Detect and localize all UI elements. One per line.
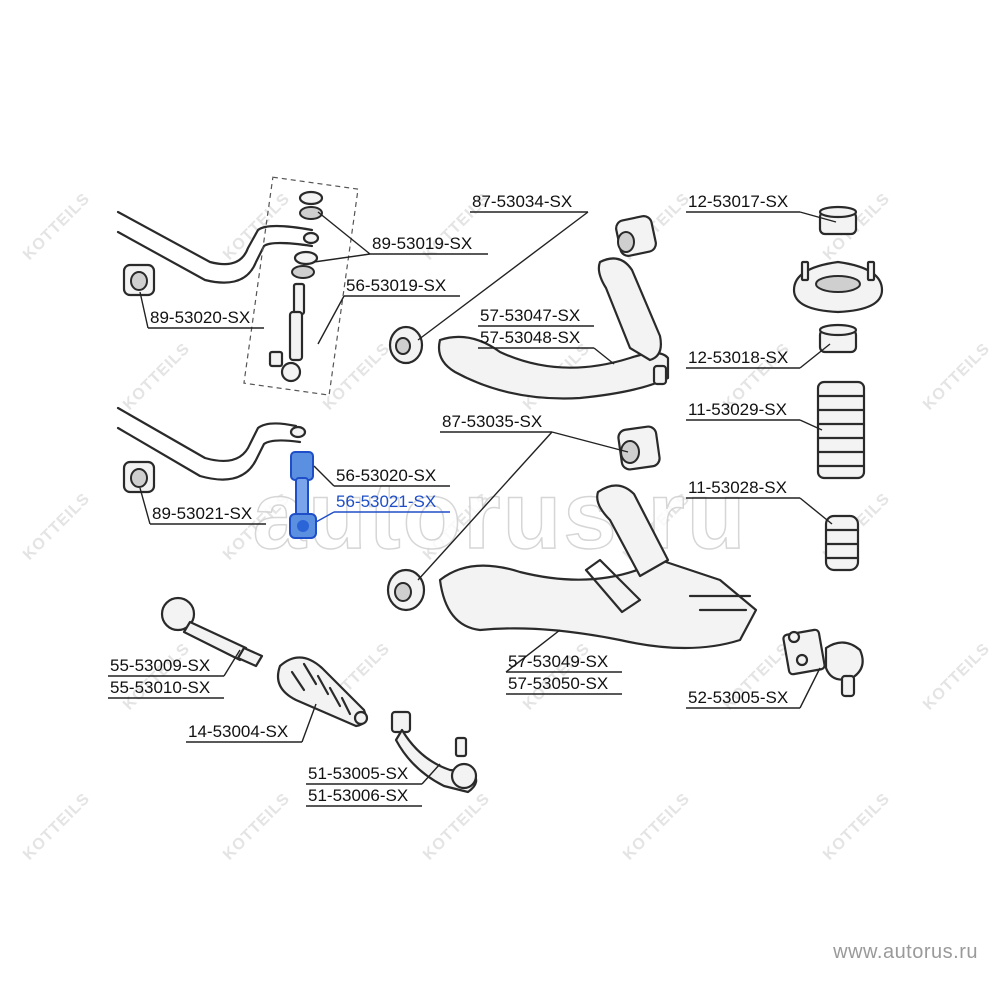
brand-watermark: KOTTEILS (120, 640, 194, 714)
label-57-53049[interactable]: 57-53049-SX (508, 652, 608, 671)
label-57-53048[interactable]: 57-53048-SX (480, 328, 580, 347)
ball-joint (782, 628, 864, 698)
stabilizer-bar-lower (116, 406, 307, 481)
brand-watermark: KOTTEILS (320, 340, 394, 414)
brand-watermark: KOTTEILS (920, 340, 994, 414)
upper-control-arm (388, 215, 670, 400)
label-56-53019[interactable]: 56-53019-SX (346, 276, 446, 295)
label-89-53021[interactable]: 89-53021-SX (152, 504, 252, 523)
stabilizer-link-56-53020 (289, 451, 317, 539)
brand-watermark: KOTTEILS (20, 490, 94, 564)
stabilizer-link-56-53019 (268, 282, 306, 383)
leader-lines (108, 211, 837, 807)
part-labels: 87-53034-SX 12-53017-SX 89-53019-SX 56-5… (110, 192, 788, 805)
brand-watermark: KOTTEILS (20, 790, 94, 864)
brand-watermark: KOTTEILS (420, 790, 494, 864)
outer-tie-rod-end (390, 710, 478, 794)
label-87-53035[interactable]: 87-53035-SX (442, 412, 542, 431)
bump-stop (824, 514, 860, 572)
label-52-53005[interactable]: 52-53005-SX (688, 688, 788, 707)
label-51-53006[interactable]: 51-53006-SX (308, 786, 408, 805)
label-87-53034[interactable]: 87-53034-SX (472, 192, 572, 211)
brand-watermark: KOTTEILS (820, 790, 894, 864)
steering-boot (276, 656, 369, 728)
strut-mount (792, 205, 884, 354)
brand-watermark: KOTTEILS (220, 790, 294, 864)
label-56-53021[interactable]: 56-53021-SX (336, 492, 436, 511)
link-kit-89-53019 (291, 190, 324, 279)
lower-control-arm (386, 425, 758, 650)
label-89-53019[interactable]: 89-53019-SX (372, 234, 472, 253)
brand-watermark: KOTTEILS (620, 790, 694, 864)
bushing-89-53021 (122, 460, 156, 494)
brand-watermark: KOTTEILS (20, 190, 94, 264)
label-55-53009[interactable]: 55-53009-SX (110, 656, 210, 675)
label-11-53029[interactable]: 11-53029-SX (688, 400, 787, 419)
stabilizer-bar-upper (116, 210, 320, 284)
label-12-53018[interactable]: 12-53018-SX (688, 348, 788, 367)
site-url: www.autorus.ru (832, 941, 978, 963)
label-89-53020[interactable]: 89-53020-SX (150, 308, 250, 327)
label-57-53050[interactable]: 57-53050-SX (508, 674, 608, 693)
label-55-53010[interactable]: 55-53010-SX (110, 678, 210, 697)
label-56-53020[interactable]: 56-53020-SX (336, 466, 436, 485)
brand-watermark: KOTTEILS (120, 340, 194, 414)
label-57-53047[interactable]: 57-53047-SX (480, 306, 580, 325)
brand-watermark: KOTTEILS (920, 640, 994, 714)
label-14-53004[interactable]: 14-53004-SX (188, 722, 288, 741)
inner-tie-rod (160, 596, 264, 668)
bushing-89-53020 (122, 263, 156, 297)
strut-bellows (816, 380, 866, 480)
link-kit-box (243, 176, 359, 396)
label-11-53028[interactable]: 11-53028-SX (688, 478, 787, 497)
label-12-53017[interactable]: 12-53017-SX (688, 192, 788, 211)
label-51-53005[interactable]: 51-53005-SX (308, 764, 408, 783)
